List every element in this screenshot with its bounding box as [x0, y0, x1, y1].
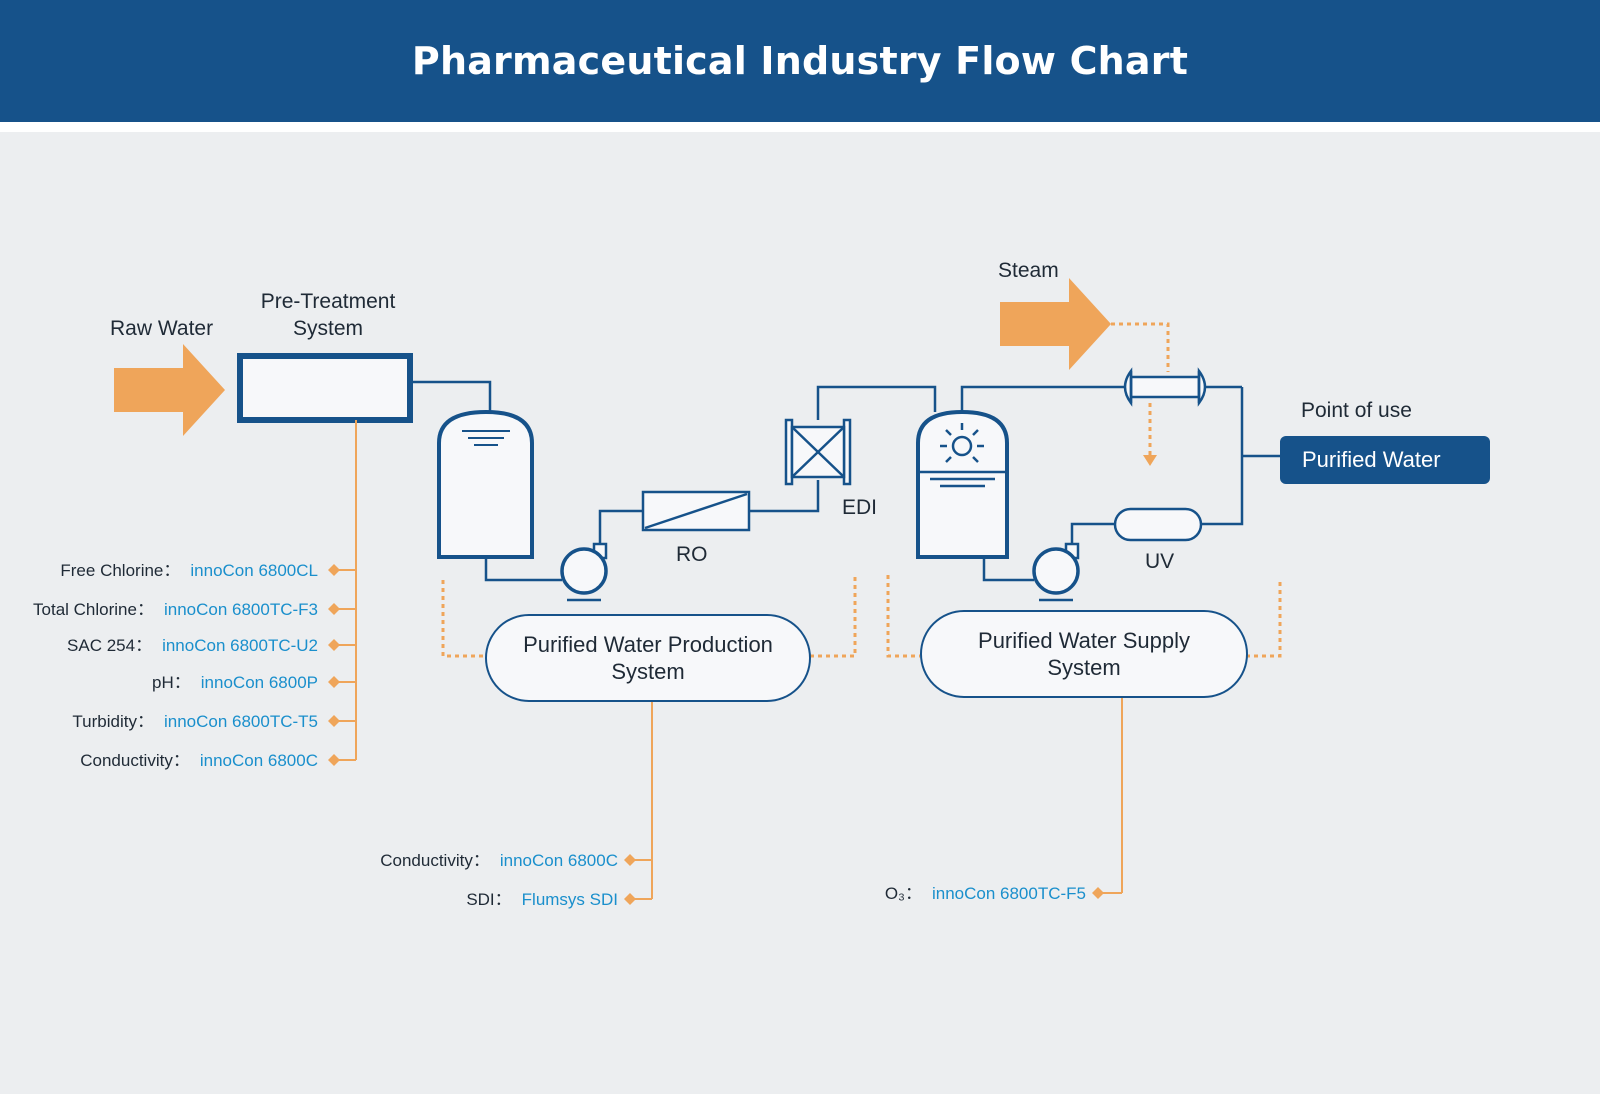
measurement-value: innoCon 6800TC-F5 — [931, 884, 1086, 903]
heat-exchanger — [1123, 367, 1207, 407]
measurement-value: innoCon 6800TC-F3 — [163, 600, 318, 619]
pretreatment-label-line2: System — [292, 317, 363, 340]
measurement-value: Flumsys SDI — [521, 890, 618, 909]
measurement-row: Turbidity： innoCon 6800TC-T5 — [0, 711, 318, 733]
raw-water-label: Raw Water — [110, 317, 214, 340]
steam-outlet-arrowhead — [1143, 455, 1157, 466]
measurement-value: innoCon 6800CL — [190, 561, 318, 580]
production-system-pill: Purified Water Production System — [485, 614, 811, 702]
measurement-value: innoCon 6800TC-T5 — [163, 712, 318, 731]
measurement-leader-lines — [334, 420, 1123, 900]
raw-water-arrow — [114, 344, 225, 436]
supply-system-line1: Purified Water Supply — [978, 628, 1190, 653]
steam-label: Steam — [998, 259, 1059, 282]
measurement-markers — [328, 564, 1104, 905]
header-divider — [0, 122, 1600, 132]
measurement-value: innoCon 6800P — [200, 673, 318, 692]
measurement-label: Total Chlorine： — [33, 600, 154, 619]
measurement-value: innoCon 6800C — [199, 751, 318, 770]
pump-1 — [560, 542, 608, 602]
page-title: Pharmaceutical Industry Flow Chart — [411, 39, 1189, 83]
measurement-value: innoCon 6800TC-U2 — [162, 636, 318, 655]
pretreatment-box — [237, 353, 413, 423]
pump-2 — [1032, 542, 1080, 602]
measurement-label: Free Chlorine： — [60, 561, 181, 580]
measurement-row: O₃： innoCon 6800TC-F5 — [700, 883, 1086, 905]
edi-unit — [784, 418, 852, 486]
pretreatment-label-line1: Pre-Treatment — [260, 290, 396, 313]
storage-tank-1 — [437, 409, 534, 559]
measurement-label: pH： — [152, 673, 191, 692]
measurement-label: Conductivity： — [380, 851, 490, 870]
storage-tank-2 — [916, 409, 1009, 559]
measurement-label: SDI： — [466, 890, 512, 909]
production-system-line2: System — [611, 659, 685, 684]
measurement-row: Free Chlorine： innoCon 6800CL — [0, 560, 318, 582]
ro-membrane — [641, 490, 751, 532]
point-of-use-label: Point of use — [1301, 399, 1412, 422]
measurement-row: SDI： Flumsys SDI — [200, 889, 618, 911]
measurement-label: Conductivity： — [80, 751, 190, 770]
purified-water-badge: Purified Water — [1280, 436, 1490, 484]
uv-lamp — [1113, 507, 1203, 542]
measurement-value: innoCon 6800C — [499, 851, 618, 870]
steam-lines — [1111, 322, 1170, 455]
measurement-row: Conductivity： innoCon 6800C — [0, 750, 318, 772]
edi-label: EDI — [842, 496, 878, 519]
measurement-row: SAC 254： innoCon 6800TC-U2 — [0, 635, 318, 657]
measurement-row: pH： innoCon 6800P — [0, 672, 318, 694]
supply-system-line2: System — [1047, 655, 1121, 680]
production-system-line1: Purified Water Production — [523, 632, 773, 657]
measurement-row: Conductivity： innoCon 6800C — [200, 850, 618, 872]
measurement-label: O₃： — [884, 884, 922, 903]
header-bar: Pharmaceutical Industry Flow Chart — [0, 0, 1600, 122]
measurement-row: Total Chlorine： innoCon 6800TC-F3 — [0, 599, 318, 621]
measurement-label: SAC 254： — [67, 636, 153, 655]
supply-system-pill: Purified Water Supply System — [920, 610, 1248, 698]
uv-label: UV — [1145, 550, 1175, 573]
measurement-label: Turbidity： — [72, 712, 154, 731]
ro-label: RO — [676, 543, 708, 566]
steam-arrow — [1000, 278, 1111, 370]
system-grouping-brackets — [441, 575, 1282, 658]
